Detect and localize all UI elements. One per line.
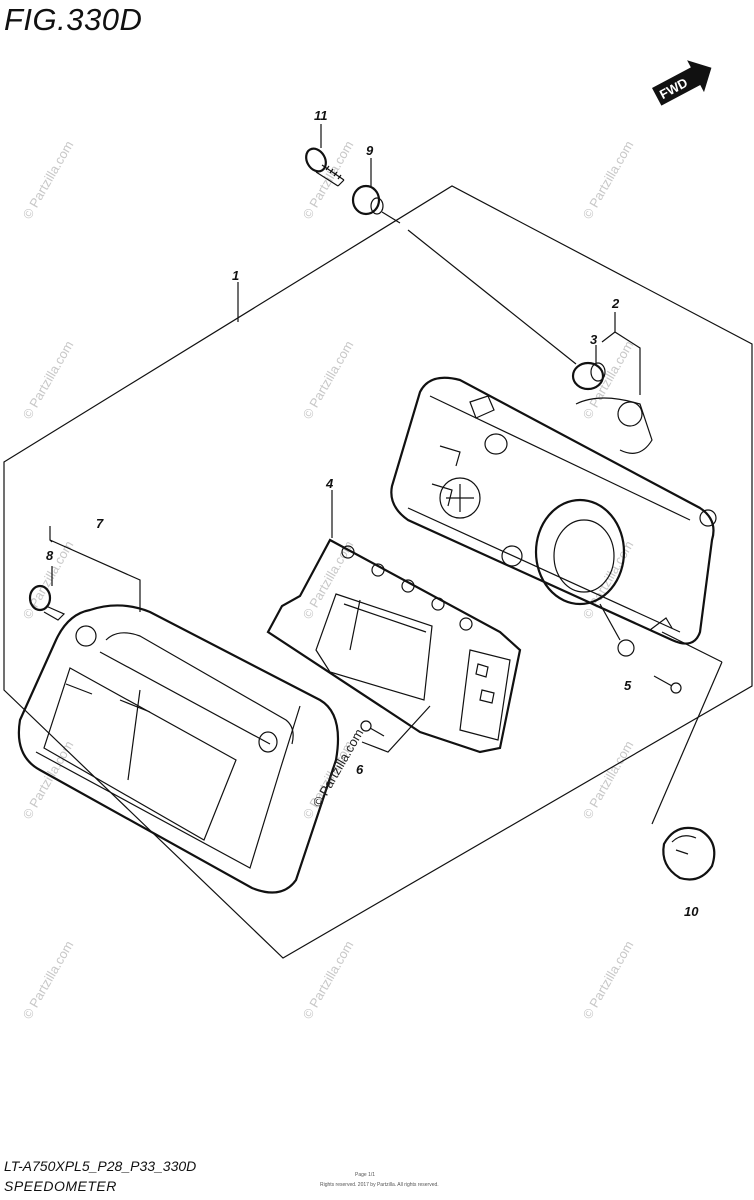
label-part-4: 4 [325,476,334,491]
watermark-text-13: © Partzilla.com [300,938,357,1021]
rear-housing-part-2 [390,376,717,657]
circuit-board-part-4 [266,538,522,754]
screw-part-8 [28,584,66,621]
grommet-part-9 [351,184,384,216]
label-part-11: 11 [314,108,328,123]
watermark-text-14: © Partzilla.com [580,938,637,1021]
fwd-badge: FWD [652,60,712,106]
label-part-1: 1 [232,268,239,283]
label-part-3: 3 [590,332,598,347]
leader-7 [49,539,53,543]
label-part-10: 10 [684,904,699,919]
label-part-5: 5 [624,678,632,693]
leader-9-b [407,229,577,365]
label-part-7: 7 [96,516,104,531]
watermark-text-11: © Partzilla.com [580,738,637,821]
watermark-text-8: © Partzilla.com [580,538,637,621]
kit-boundary [3,185,753,959]
watermark-text-5: © Partzilla.com [580,338,637,421]
leader-6 [361,705,431,753]
figure-caption: SPEEDOMETER [4,1178,117,1194]
fine-print-rights: Rights reserved. 2017 by Partzilla. All … [320,1182,439,1188]
screw-part-11 [305,147,345,187]
leader-10-a [661,631,723,663]
bracket-2 [614,312,641,395]
leader-10-b [651,661,723,825]
cap-part-10 [662,826,716,881]
bracket-7 [49,526,141,612]
label-part-6: 6 [356,762,364,777]
lens-cover-part-7 [17,604,340,894]
fine-print-page: Page 1/1 [355,1172,376,1178]
screw-part-5 [653,675,682,694]
label-part-2: 2 [611,296,620,311]
watermark-text-4: © Partzilla.com [300,338,357,421]
leader-2 [601,331,616,343]
label-part-9: 9 [366,143,374,158]
watermark-text-3: © Partzilla.com [20,338,77,421]
figure-title: FIG.330D [4,2,143,37]
screw-part-6 [360,720,385,737]
leader-9-a [381,211,401,224]
label-part-8: 8 [46,548,54,563]
model-code: LT-A750XPL5_P28_P33_330D [4,1158,197,1174]
leader-5-a [599,603,621,641]
watermark-text-12: © Partzilla.com [20,938,77,1021]
grommet-part-3 [571,361,606,391]
watermark-text-2: © Partzilla.com [580,138,637,221]
watermark-text-0: © Partzilla.com [20,138,77,221]
